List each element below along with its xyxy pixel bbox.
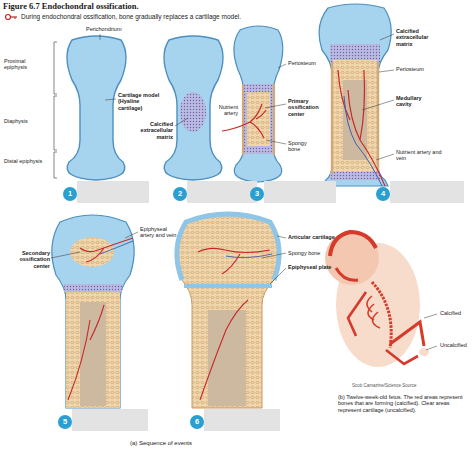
part-label: Calcified (440, 310, 461, 316)
part-label: Calcified extracellular matrix (131, 121, 173, 140)
mature-bone (177, 214, 279, 408)
part-label: Spongy bone (288, 250, 320, 256)
part-label: Nutrient artery and vein (396, 149, 442, 162)
part-label: Diaphysis (4, 118, 44, 124)
part-label: Periosteum (396, 66, 424, 72)
part-label: Medullary cavity (396, 95, 436, 108)
spongy-bone (247, 92, 270, 146)
answer-box (72, 181, 464, 431)
callout-number: 4 (376, 187, 390, 201)
part-label: Uncalcified (440, 342, 467, 348)
figure-subtitle: During endochondral ossification, bone g… (21, 13, 241, 20)
part-label: Epiphyseal artery and vein (140, 226, 182, 239)
callout-circle: 2 (173, 187, 187, 201)
developing-bone (234, 26, 283, 182)
callout-number: 2 (173, 187, 187, 201)
callout-circle: 1 (63, 187, 77, 201)
fetus-image (325, 231, 429, 367)
calcified-matrix (244, 84, 273, 154)
callout-circle: 6 (190, 415, 204, 429)
part-label: Epiphyseal plate (288, 264, 331, 270)
panel-caption: (a) Sequence of events (130, 440, 192, 447)
callout-number: 6 (190, 415, 204, 429)
part-label: Spongy bone (288, 140, 318, 153)
cartilage-model (67, 36, 126, 180)
figure-title: Figure 6.7 Endochondral ossification. (3, 2, 139, 12)
part-label: Secondary ossification center (4, 250, 50, 269)
callout-number: 1 (63, 187, 77, 201)
part-label: Perichondrium (86, 26, 121, 32)
callout-circle: 5 (58, 415, 72, 429)
callout-number: 3 (250, 187, 264, 201)
key-icon (6, 15, 18, 20)
cartilage-model (164, 36, 223, 180)
part-label: Nutrient artery (210, 104, 238, 117)
epiphyseal-plate (184, 284, 272, 288)
leader-line (51, 34, 437, 350)
credit-note: Scott Camazine/Science Source (352, 383, 417, 388)
developing-bone (52, 215, 134, 408)
part-label: Articular cartilage (288, 234, 335, 240)
part-label: Distal epiphysis (4, 158, 44, 164)
callout-circle: 4 (376, 187, 390, 201)
calcified-matrix (180, 92, 206, 132)
callout-number: 5 (58, 415, 72, 429)
part-label: Calcified extracellular matrix (396, 28, 444, 47)
part-label: Primary ossification center (288, 98, 326, 117)
part-label: Periosteum (288, 60, 316, 66)
part-label: Proximal epiphysis (4, 58, 44, 71)
region-bracket (54, 42, 57, 178)
panel-caption: (b) Twelve-week-old fetus. The red areas… (338, 394, 470, 413)
part-label: Cartilage model (Hyaline cartilage) (118, 92, 164, 111)
callout-circle: 3 (250, 187, 264, 201)
